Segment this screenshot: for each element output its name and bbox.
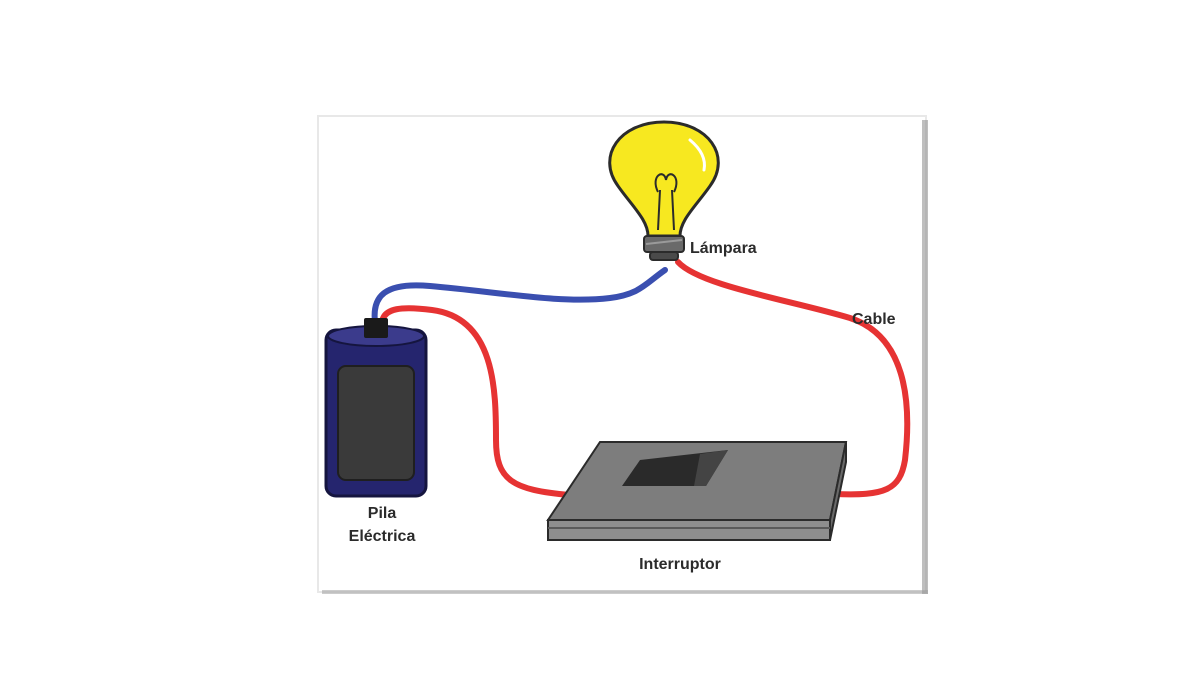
battery-label-line1: Pila [368, 505, 397, 522]
battery-label-line2: Eléctrica [349, 528, 416, 545]
switch-label: Interruptor [639, 556, 721, 573]
positive-wire-lamp-switch [675, 259, 911, 498]
light-bulb-icon [608, 120, 720, 261]
toggle-switch-icon [546, 441, 848, 541]
battery-icon [324, 318, 428, 498]
negative-wire [371, 267, 668, 325]
lamp-label: Lámpara [690, 240, 757, 257]
positive-wire-battery-switch [379, 305, 573, 498]
cable-label: Cable [852, 311, 896, 328]
